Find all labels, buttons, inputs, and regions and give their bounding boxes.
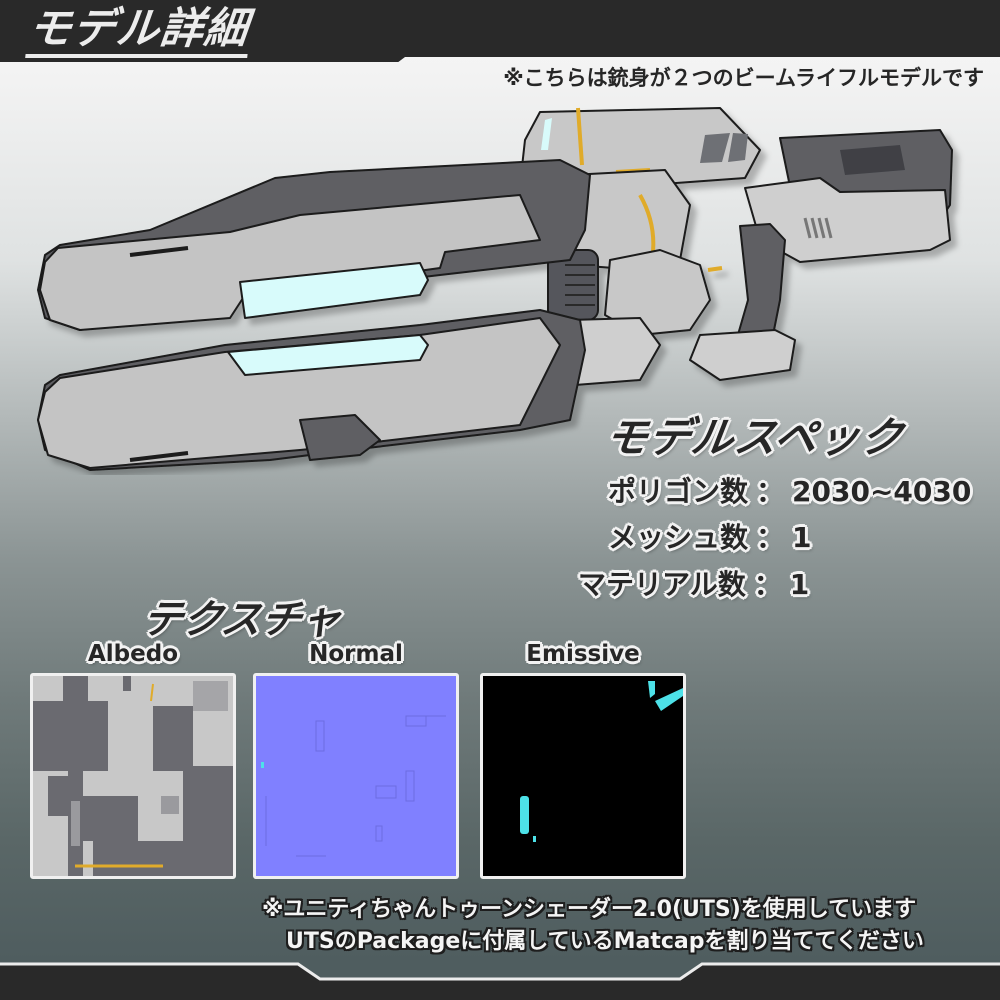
- footer-band-shape: [0, 962, 1000, 1000]
- textures-title: テクスチャ: [139, 597, 345, 643]
- spec-mesh-count: メッシュ数：1: [608, 516, 812, 556]
- spec-value: 1: [789, 568, 810, 601]
- footnote-shader: ※ユニティちゃんトゥーンシェーダー2.0(UTS)を使用しています: [262, 897, 917, 922]
- spec-label: ポリゴン数: [608, 475, 749, 508]
- spec-material-count: マテリアル数：1: [578, 563, 809, 603]
- texture-thumbnail-normal: [253, 673, 459, 879]
- spec-value: 2030~4030: [792, 475, 972, 508]
- texture-thumbnail-emissive: [480, 673, 686, 879]
- spec-colon: ：: [756, 521, 785, 554]
- spec-label: マテリアル数: [578, 568, 746, 601]
- texture-label-normal: Normal: [309, 641, 403, 667]
- page-title: モデル詳細: [25, 4, 253, 58]
- spec-title: モデルスペック: [602, 413, 908, 462]
- header-band: [0, 0, 1000, 62]
- spec-colon: ：: [753, 568, 782, 601]
- spec-label: メッシュ数: [608, 521, 749, 554]
- model-note: ※こちらは銃身が２つのビームライフルモデルです: [503, 66, 984, 90]
- header-band-shape: [0, 0, 1000, 62]
- beam-rifle-illustration: [37, 107, 953, 471]
- texture-label-emissive: Emissive: [526, 641, 640, 667]
- spec-polygon-count: ポリゴン数：2030~4030: [608, 470, 971, 510]
- spec-value: 1: [792, 521, 812, 554]
- footnote-matcap: UTSのPackageに付属しているMatcapを割り当ててください: [286, 929, 924, 954]
- texture-label-albedo: Albedo: [87, 641, 178, 667]
- texture-thumbnail-albedo: [30, 673, 236, 879]
- spec-colon: ：: [756, 475, 785, 508]
- footer-band: [0, 960, 1000, 1000]
